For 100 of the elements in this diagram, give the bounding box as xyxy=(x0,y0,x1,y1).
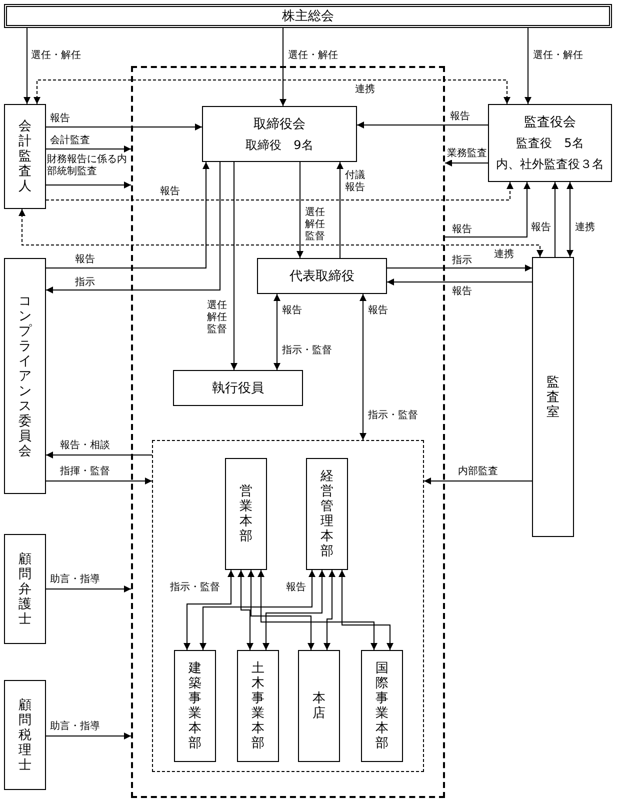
annotation-label: 指示・監督 xyxy=(368,410,418,422)
arrow xyxy=(24,28,30,104)
box-text: 監査役 5名 xyxy=(516,135,584,152)
box-text: 内、社外監査役３名 xyxy=(496,156,604,173)
arrow xyxy=(46,124,202,130)
edge-label: 連携 xyxy=(575,222,595,234)
edge-label: 会計監査 xyxy=(50,135,90,147)
edge-label: 報告 xyxy=(368,305,388,317)
org-box xyxy=(257,258,387,294)
box-title: 株主総会 xyxy=(282,8,334,25)
dashed-arrow xyxy=(18,208,544,258)
org-box xyxy=(237,650,279,762)
edge-label: 助言・指導 xyxy=(50,574,100,586)
box-title: 代表取締役 xyxy=(290,268,354,285)
arrow xyxy=(324,570,336,650)
arrow xyxy=(566,182,574,258)
edge-label: 内部監査 xyxy=(458,466,498,478)
org-box xyxy=(4,104,46,209)
org-box xyxy=(298,650,340,762)
edge-label: 報告・相談 xyxy=(60,440,110,452)
box-title: 顧問弁護士 xyxy=(18,552,32,626)
arrow xyxy=(552,182,558,258)
arrow xyxy=(386,264,532,272)
dashed-region xyxy=(131,66,445,798)
edge-label: 報告 xyxy=(531,222,551,234)
edge-label: 報告 xyxy=(50,113,70,125)
edge-label: 選任・解任 xyxy=(533,50,583,62)
box-title: 営業本部 xyxy=(239,484,253,544)
edge-label: 報告 xyxy=(160,186,180,198)
arrow xyxy=(296,162,304,258)
arrow xyxy=(386,278,532,286)
box-title: 執行役員 xyxy=(212,380,264,397)
annotation-label: 指示・監督 xyxy=(282,345,332,357)
arrow xyxy=(46,182,132,188)
arrow xyxy=(46,162,220,294)
edge-label: 報告 xyxy=(75,254,95,266)
edge-label: 財務報告に係る内部統制監査 xyxy=(47,154,127,178)
box-title: 監査役会 xyxy=(524,114,576,131)
arrow xyxy=(424,478,532,484)
arrow xyxy=(258,570,378,650)
edge-label: 連携 xyxy=(494,249,514,261)
edge-label: 選任・解任 xyxy=(31,50,81,62)
org-box xyxy=(173,370,303,406)
dashed-arrow xyxy=(34,80,510,104)
arrow xyxy=(46,162,210,268)
arrow xyxy=(280,28,286,106)
org-box xyxy=(4,680,46,790)
arrow xyxy=(248,570,314,650)
box-text: 取締役 9名 xyxy=(246,136,314,154)
edge-label: 指示・監督 xyxy=(170,582,220,594)
edge-label: 助言・指導 xyxy=(50,721,100,733)
box-title: 会計監査人 xyxy=(18,119,32,194)
arrow xyxy=(46,732,132,740)
box-title: 国際事業本部 xyxy=(375,661,389,751)
box-title: 取締役会 xyxy=(254,116,306,132)
arrow xyxy=(200,570,316,650)
org-box xyxy=(306,458,348,570)
dashed-arrow xyxy=(46,182,514,200)
arrow xyxy=(444,160,488,166)
arrow xyxy=(230,162,238,370)
edge-label: 報告 xyxy=(286,582,306,594)
box-title: コンプライアンス委員会 xyxy=(18,294,32,458)
edge-label: 報告 xyxy=(282,305,302,317)
edge-label: 業務監査 xyxy=(447,148,487,160)
edge-label: 選任・解任 xyxy=(288,50,338,62)
edge-label: 報告 xyxy=(452,286,472,298)
edge-label: 指示 xyxy=(452,255,472,267)
org-box xyxy=(361,650,403,762)
arrow xyxy=(184,570,234,650)
arrow xyxy=(356,122,488,128)
org-box xyxy=(532,257,574,537)
edge-label: 指揮・監督 xyxy=(60,466,110,478)
edge-label: 報告 xyxy=(452,224,472,236)
edge-label: 連携 xyxy=(355,84,375,96)
arrow xyxy=(274,294,280,370)
arrow xyxy=(524,28,532,104)
box-title: 経営管理本部 xyxy=(320,469,334,559)
box-title: 本店 xyxy=(312,691,326,721)
box-title: 顧問税理士 xyxy=(18,698,32,772)
org-box xyxy=(202,106,357,162)
edge-label: 指示 xyxy=(75,277,95,289)
arrow xyxy=(46,478,152,484)
box-title: 監査室 xyxy=(546,374,560,420)
box-title: 土木事業本部 xyxy=(251,661,265,751)
arrow xyxy=(336,162,344,258)
org-box xyxy=(174,650,216,762)
org-box xyxy=(4,4,612,28)
edge-label: 報告 xyxy=(450,111,470,123)
arrow xyxy=(46,146,132,152)
dashed-region xyxy=(152,440,424,772)
org-box xyxy=(4,258,46,494)
arrow xyxy=(444,182,530,238)
arrow xyxy=(338,570,394,650)
arrow xyxy=(360,294,366,440)
arrow xyxy=(262,570,326,650)
org-box xyxy=(225,458,267,570)
org-box xyxy=(4,534,46,644)
arrow xyxy=(238,570,254,650)
arrow xyxy=(46,452,152,458)
box-title: 建築事業本部 xyxy=(188,661,202,751)
